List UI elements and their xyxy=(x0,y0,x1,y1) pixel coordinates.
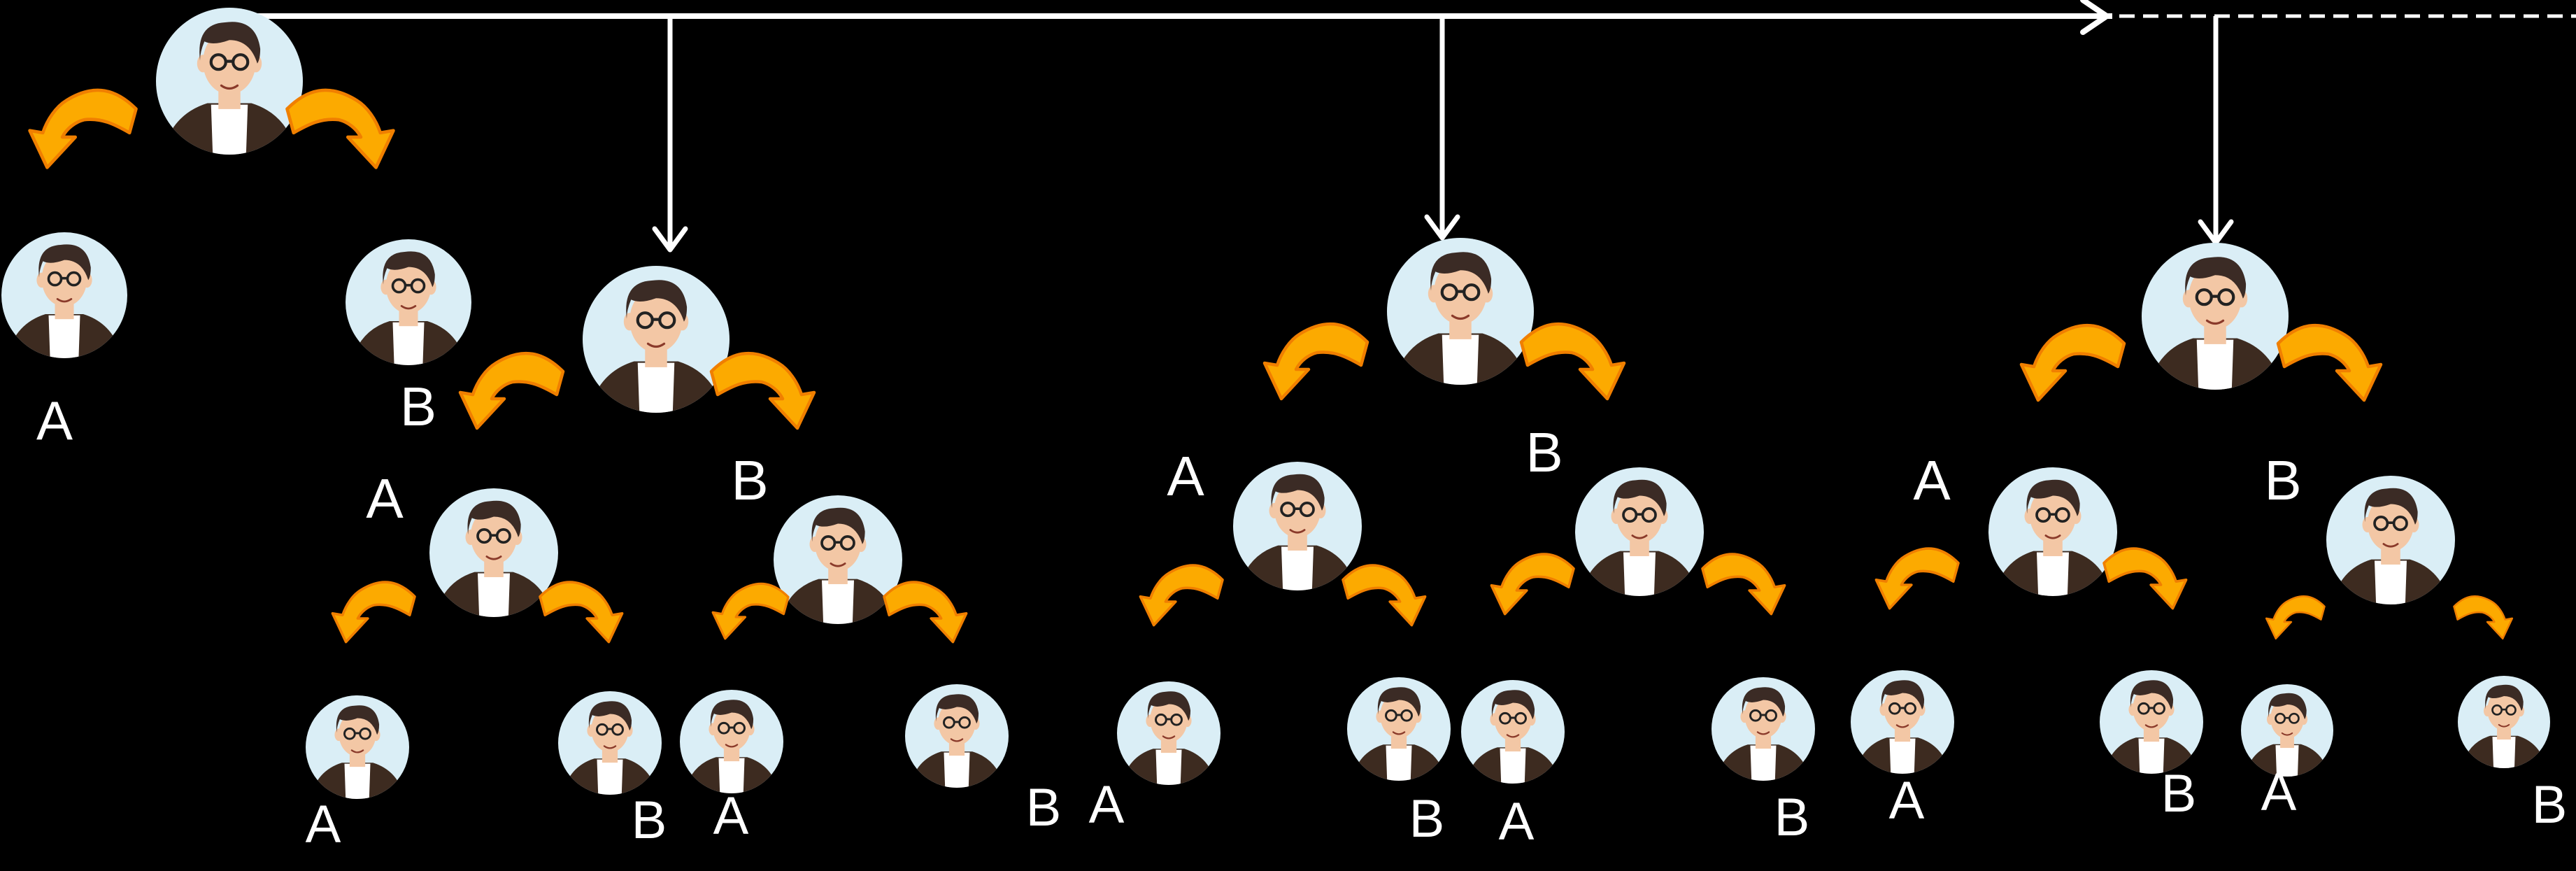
stage-3-drop-arrow-head xyxy=(2198,219,2234,246)
stage-1-drop-arrow-head xyxy=(652,226,688,253)
avatar-stage-1 xyxy=(583,266,730,427)
avatar-root-a xyxy=(1,232,127,371)
curved-orange-arrow-icon xyxy=(1701,553,1786,616)
label-stage-2-a-b: B xyxy=(1409,789,1445,849)
curved-orange-arrow-icon xyxy=(1140,565,1223,625)
label-stage-3-b-b: B xyxy=(2532,775,2568,835)
curved-orange-arrow-icon xyxy=(1491,554,1574,614)
curved-orange-arrow-icon xyxy=(1342,564,1427,627)
curved-orange-arrow-icon xyxy=(883,581,968,644)
label-stage-3-a-b: B xyxy=(2161,764,2197,823)
label-stage-2-a: A xyxy=(1167,445,1204,507)
curved-orange-arrow-icon xyxy=(2278,325,2381,400)
curved-orange-arrow-icon xyxy=(2266,596,2324,639)
label-stage-3-b-a: A xyxy=(2261,763,2297,822)
curved-orange-arrow-icon xyxy=(539,581,624,644)
curved-orange-arrow-icon xyxy=(460,353,563,428)
avatar-stage-1-b-b xyxy=(905,684,1009,798)
avatar-stage-2-b xyxy=(1575,467,1704,609)
label-stage-3-a: A xyxy=(1913,449,1951,511)
curved-orange-arrow-icon xyxy=(1521,324,1624,399)
label-stage-1-b: B xyxy=(731,449,768,511)
curved-orange-arrow-icon xyxy=(30,90,136,167)
curved-orange-arrow-icon xyxy=(287,90,394,167)
avatar-stage-2-a-a xyxy=(1117,681,1221,795)
curved-orange-arrow-icon xyxy=(2102,547,2188,610)
label-stage-1-a: A xyxy=(366,467,404,530)
avatar-stage-2-b-b xyxy=(1712,677,1815,791)
avatar-stage-1-a-b xyxy=(558,691,662,805)
avatar-stage-2-a-b xyxy=(1347,677,1451,791)
label-stage-1-b-a: A xyxy=(713,786,749,846)
avatar-stage-2-b-a xyxy=(1461,680,1565,794)
curved-orange-arrow-icon xyxy=(2453,595,2514,640)
avatar-stage-3 xyxy=(2142,243,2289,404)
label-stage-3-a-a: A xyxy=(1889,771,1925,830)
label-stage-1-a-b: B xyxy=(632,791,667,850)
curved-orange-arrow-icon xyxy=(2021,325,2124,400)
stage-2-drop-arrow-head xyxy=(1424,214,1460,241)
avatar-root xyxy=(156,8,303,169)
avatar-stage-2 xyxy=(1387,238,1534,399)
label-stage-2-b-a: A xyxy=(1499,792,1535,851)
curved-orange-arrow-icon xyxy=(711,353,814,428)
curved-orange-arrow-icon xyxy=(713,583,788,638)
curved-orange-arrow-icon xyxy=(1265,324,1367,399)
curved-orange-arrow-icon xyxy=(1876,548,1958,609)
avatar-root-b xyxy=(346,239,471,378)
avatar-stage-3-a-a xyxy=(1851,670,1954,784)
label-root-b: B xyxy=(400,376,436,437)
label-stage-2-b-b: B xyxy=(1774,788,1810,847)
label-stage-1-a-a: A xyxy=(306,795,341,854)
label-stage-1-b-b: B xyxy=(1026,778,1062,837)
avatar-stage-1-a-a xyxy=(306,695,409,809)
avatar-stage-1-a xyxy=(429,488,558,630)
label-stage-2-a-a: A xyxy=(1089,775,1125,835)
avatar-stage-3-b xyxy=(2326,476,2455,617)
label-stage-3-b: B xyxy=(2264,449,2301,511)
avatar-stage-1-b xyxy=(774,495,902,637)
label-stage-2-b: B xyxy=(1525,421,1563,483)
avatar-stage-3-a xyxy=(1988,467,2117,609)
label-root-a: A xyxy=(36,390,73,451)
curved-orange-arrow-icon xyxy=(332,582,415,642)
arrow-right-icon xyxy=(2080,0,2109,35)
avatar-stage-3-b-b xyxy=(2458,676,2550,777)
